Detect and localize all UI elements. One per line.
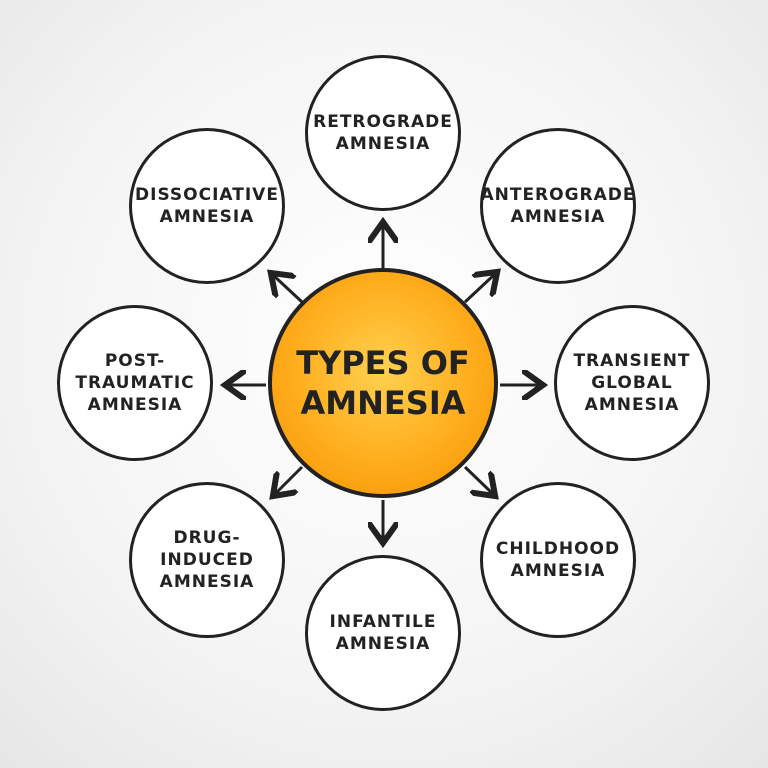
node-transient-global-amnesia: TRANSIENT GLOBAL AMNESIA: [554, 305, 710, 461]
node-drug-induced-amnesia: DRUG- INDUCED AMNESIA: [129, 482, 285, 638]
center-node: TYPES OF AMNESIA: [268, 268, 498, 498]
node-infantile-amnesia: INFANTILE AMNESIA: [305, 555, 461, 711]
arrow-childhood: [463, 465, 493, 494]
node-childhood-amnesia: CHILDHOOD AMNESIA: [480, 482, 636, 638]
node-dissociative-amnesia: DISSOCIATIVE AMNESIA: [129, 128, 285, 284]
arrow-anterograde: [463, 274, 495, 304]
arrow-dissociative: [273, 275, 304, 304]
arrow-drug: [275, 465, 304, 494]
node-retrograde-amnesia: RETROGRADE AMNESIA: [305, 55, 461, 211]
node-post-traumatic-amnesia: POST- TRAUMATIC AMNESIA: [57, 305, 213, 461]
node-anterograde-amnesia: ANTEROGRADE AMNESIA: [480, 128, 636, 284]
